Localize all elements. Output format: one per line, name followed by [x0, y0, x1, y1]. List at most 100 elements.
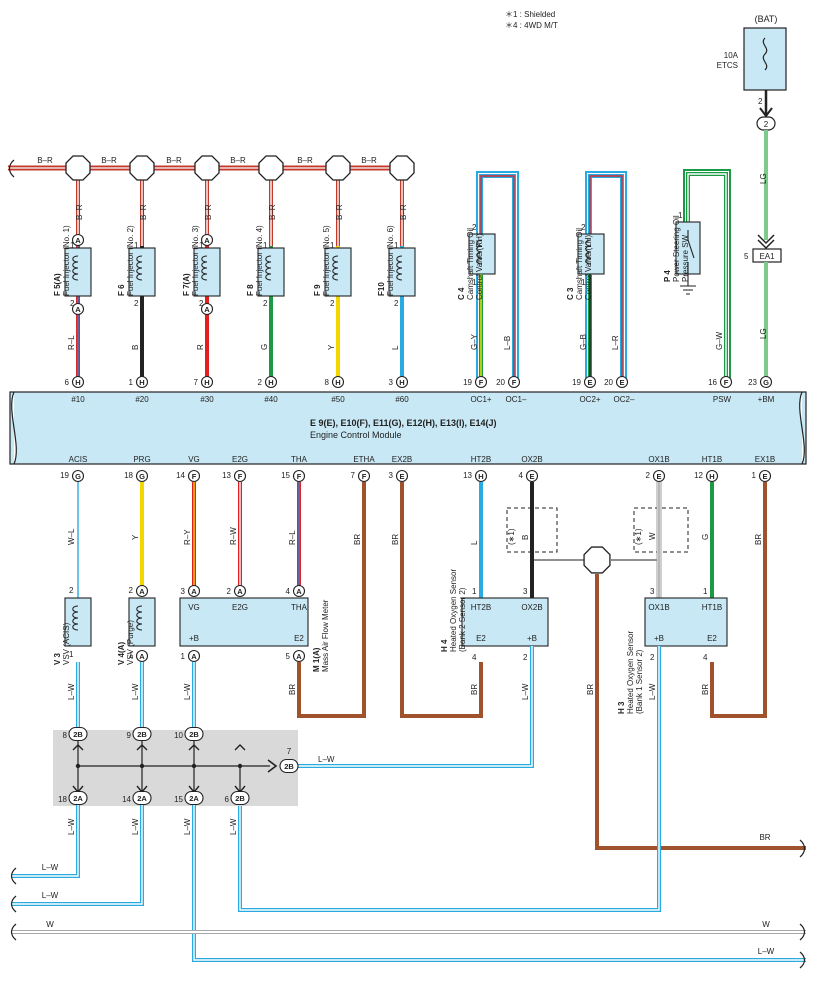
out-label-1: L–W [67, 818, 76, 835]
ecm-bottom-no-9: 4 [519, 471, 524, 480]
chevron-up-icon [234, 744, 246, 751]
h4-pb-wire-stripe [296, 646, 533, 767]
wire-break-icon [10, 867, 17, 885]
injector-ecu-pin-6-letter: H [399, 378, 404, 387]
ex2b-wire-label: BR [391, 534, 400, 545]
maf-pin-top-no-2: 4 [286, 587, 291, 596]
ecm-bottom-pin-circle-4-letter: F [238, 472, 243, 481]
injector-wire-label-6: L [391, 345, 400, 350]
injector-feed-label-4: B–R [268, 204, 277, 220]
br-ground-wire [595, 574, 806, 850]
h3-label-pb: +B [654, 634, 664, 643]
ecm-bottom-pin-circle-1-letter: G [75, 472, 81, 481]
fuse-name: ETCS [717, 61, 738, 70]
acis-lw-label: L–W [67, 683, 76, 700]
ecm-bottom-no-10: 2 [646, 471, 651, 480]
ecm-bottom-label-6: ETHA [353, 455, 375, 464]
maf-pin-top-no-0: 3 [181, 587, 186, 596]
injector-out-pin-2: 2 [134, 299, 139, 308]
injector-bot-pin-1-letter: A [75, 305, 81, 314]
injector-ecu-no-3: 7 [194, 378, 199, 387]
purge-pin-bot-circle [135, 649, 149, 663]
injector-code-4: F 8 [246, 284, 255, 296]
h3-label-e2: E2 [707, 634, 717, 643]
bus-label-6: B–R [361, 156, 377, 165]
maf-code: M 1(A) [312, 647, 321, 672]
ps-wire-label: G–W [715, 331, 724, 350]
injector-wire-label-1: R–L [67, 335, 76, 350]
ecm-title: Engine Control Module [310, 430, 402, 440]
junction-bottom-1-label: 2A [137, 794, 147, 803]
w-wire-label-right: W [762, 920, 770, 929]
h4-e2-br-label: BR [470, 684, 479, 695]
cam-valve-lh-wire-b-label: L–R [611, 335, 620, 350]
maf-pin-top-no-1: 2 [227, 587, 232, 596]
ecm-bottom-pin-circle-5-letter: F [297, 472, 302, 481]
acis-wire-label: W–L [67, 528, 76, 545]
ecm-bottom-pin-circle-7-letter: E [399, 472, 404, 481]
cam-valve-lh-pin-a-no: 19 [572, 378, 581, 387]
maf-pin-1-letter: A [191, 652, 197, 661]
wire-break-icon [799, 839, 806, 858]
h4-label-pb: +B [527, 634, 537, 643]
h3-pin-1: 1 [703, 587, 708, 596]
ecm-bottom-no-6: 7 [351, 471, 356, 480]
junction-bottom-no-3: 6 [225, 795, 230, 804]
injector-in-pin-5: 1 [330, 241, 335, 250]
injector-ecu-label-2: #20 [135, 395, 149, 404]
injector-ecu-label-4: #40 [264, 395, 278, 404]
ecm-bottom-pin-circle-5 [292, 469, 306, 483]
splice-dot [530, 558, 534, 562]
maf-label-e2g: E2G [232, 603, 248, 612]
ecm: E 9(E), E10(F), E11(G), E12(H), E13(I), … [9, 391, 807, 465]
junction-dot-0 [75, 763, 81, 769]
injector-ecu-label-1: #10 [71, 395, 85, 404]
etha-wire [297, 482, 366, 718]
junction-right-no: 7 [287, 747, 292, 756]
ps-ecu-pin-letter: F [724, 378, 729, 387]
injector-top-pin-3-letter: A [204, 236, 210, 245]
h3-e2-br-label: BR [701, 684, 710, 695]
coil-icon [136, 255, 143, 281]
out-left-label-1: L–W [42, 863, 59, 872]
h3-name2: (Bank 1 Sensor 2) [635, 649, 644, 714]
injector-top-pin-1-letter: A [75, 236, 81, 245]
ps-name2: Pressure SW [681, 234, 690, 282]
ecm-bottom-no-1: 19 [60, 471, 69, 480]
out-right-label-3: L–W [758, 947, 775, 956]
injector-out-pin-4: 2 [263, 299, 268, 308]
cam-valve-lh-label-a: OC2+ [579, 395, 600, 404]
maf-pin-5 [292, 649, 306, 663]
ecm-break-right-icon [799, 391, 805, 465]
ecm-bottom-label-9: OX2B [521, 455, 542, 464]
bm-ecu-label: +BM [758, 395, 775, 404]
bus-label-2: B–R [101, 156, 117, 165]
injector-feed-label-3: B–R [204, 204, 213, 220]
purge-pin-top-circle [135, 584, 149, 598]
ecm-bottom-no-12: 1 [752, 471, 757, 480]
injector-ecu-no-4: 2 [258, 378, 263, 387]
cam-valve-rh-pin-bot: 1 [472, 278, 477, 287]
junction-bottom-3-label: 2B [235, 794, 245, 803]
ecm-bottom-label-8: HT2B [471, 455, 491, 464]
injector-out-pin-5: 2 [330, 299, 335, 308]
h4-shield-label: (∗1) [507, 528, 516, 545]
cam-valve-lh-pin-top: 2 [581, 223, 586, 232]
ps-name1: Power Steering Oil [672, 215, 681, 282]
cam-valve-lh-name1: Camshaft Timing Oil [575, 228, 584, 300]
splice-3 [194, 155, 220, 181]
cam-valve-rh-pin-a-no: 19 [463, 378, 472, 387]
power-supply: (BAT) 10A ETCS 2 2 LG EA1 5 LG [717, 14, 787, 378]
junction-bottom-3 [230, 790, 250, 806]
switch-icon [687, 230, 695, 286]
injector-code-5: F 9 [313, 284, 322, 296]
ecm-bottom-pin-circle-2-letter: G [139, 472, 145, 481]
